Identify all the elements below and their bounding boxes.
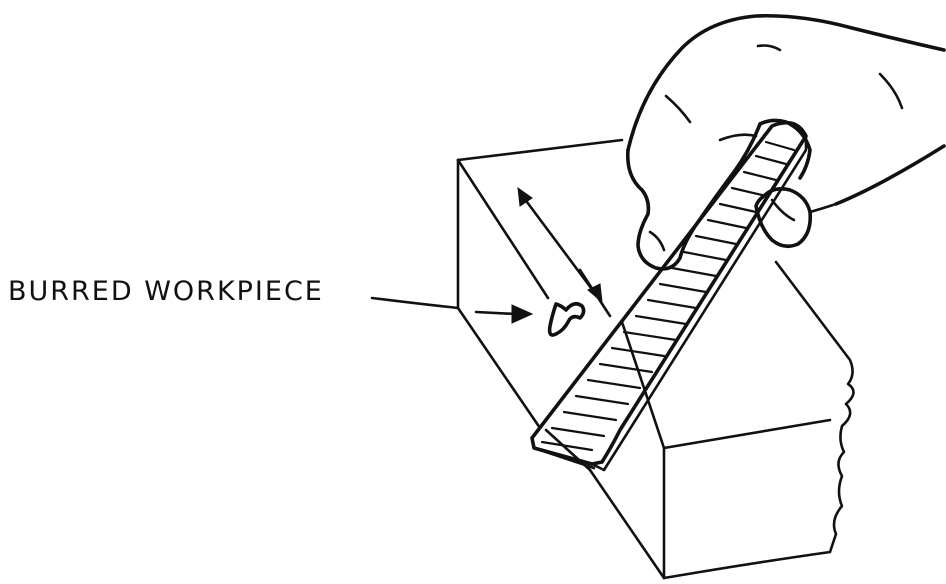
motion-arrow <box>518 188 602 302</box>
burr-pointer-arrow <box>476 305 532 323</box>
file-tool <box>532 123 806 470</box>
leader-line <box>372 298 458 308</box>
burr-mark <box>550 304 584 335</box>
workpiece-block <box>458 140 854 578</box>
hand <box>628 16 944 269</box>
burred-workpiece-label: BURRED WORKPIECE <box>8 278 324 305</box>
